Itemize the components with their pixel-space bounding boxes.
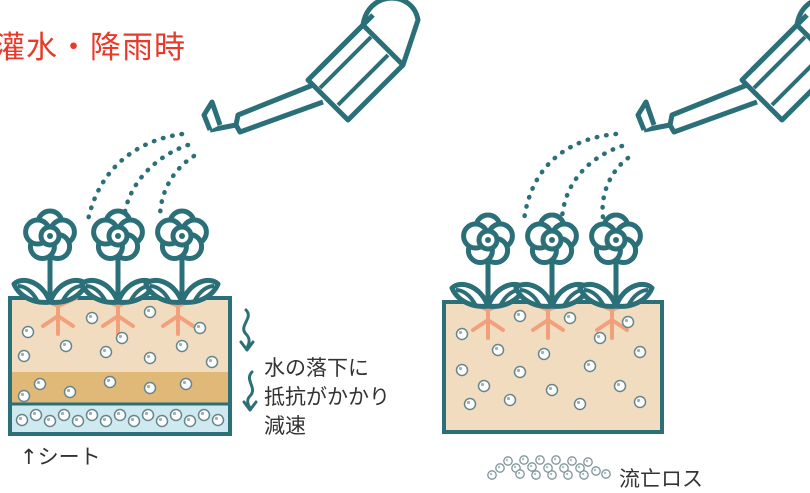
diagram-title: 灌水・降雨時 — [0, 30, 186, 66]
watering-can-icon — [204, 0, 418, 132]
note-line: 減速 — [264, 414, 306, 438]
flower-icon — [452, 215, 524, 306]
runoff-loss-label: 流亡ロス — [619, 467, 703, 491]
wavy-arrow-icon — [239, 308, 258, 412]
flower-icon — [82, 211, 154, 302]
note-line: 抵抗がかかり — [264, 385, 390, 409]
flower-icon — [14, 211, 86, 302]
runoff-water-drops — [487, 455, 611, 480]
watering-can-icon — [638, 0, 810, 132]
flower-icon — [516, 215, 588, 306]
left-water-streams — [85, 131, 197, 223]
flower-icon — [580, 215, 652, 306]
flower-icon — [146, 211, 218, 302]
sheet-label: ↑シート — [20, 445, 101, 469]
note-line: 水の落下に — [264, 356, 369, 380]
right-water-streams — [521, 131, 631, 223]
deceleration-note: 水の落下に 抵抗がかかり 減速 — [264, 354, 390, 441]
